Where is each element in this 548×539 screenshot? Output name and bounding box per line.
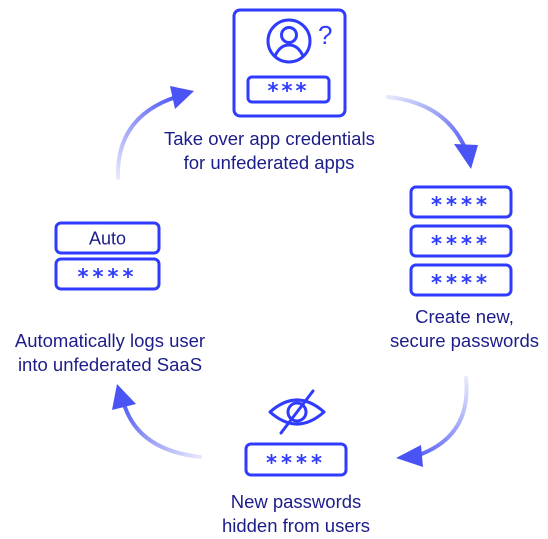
masked-password-value: *** (268, 79, 310, 103)
question-mark-icon: ? (318, 20, 332, 50)
masked-password-field (246, 75, 331, 104)
hidden-password-field: **** (244, 442, 348, 477)
user-avatar-icon (266, 18, 312, 64)
cycle-arrow-bottom-left (112, 384, 202, 459)
step-caption-take-over: Take over app credentials for unfederate… (164, 128, 375, 173)
password-stack-icon: **** **** **** (409, 185, 513, 297)
masked-password-value: **** (431, 271, 491, 295)
cycle-arrow-top-right (386, 95, 478, 169)
step-caption-create: Create new, secure passwords (389, 306, 540, 351)
masked-password-value: **** (431, 193, 491, 217)
auto-login-icon: Auto **** (54, 221, 161, 291)
step-caption-auto-login: Automatically logs user into unfederated… (14, 330, 206, 375)
masked-password-value: **** (431, 232, 491, 256)
eye-slash-icon (268, 389, 326, 435)
step-caption-hidden: New passwords hidden from users (221, 491, 371, 536)
cycle-arrow-top-left (115, 86, 194, 180)
user-credentials-icon: ? *** (232, 8, 347, 118)
cycle-arrow-bottom-right (396, 376, 469, 467)
masked-password-value: **** (78, 265, 138, 289)
auto-label: Auto (89, 229, 126, 249)
masked-password-value: **** (266, 451, 326, 475)
